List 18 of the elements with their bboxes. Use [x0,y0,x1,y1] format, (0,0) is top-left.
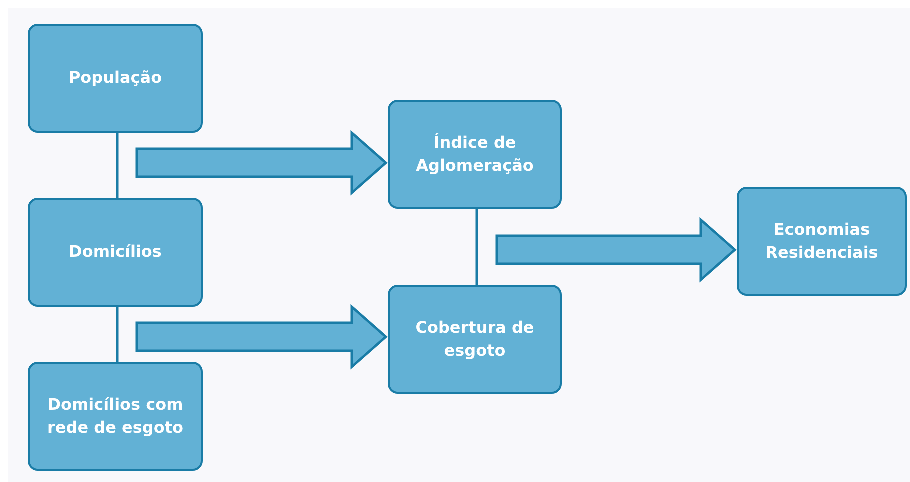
process-box [28,24,203,133]
process-box [28,362,203,471]
block-arrow [136,304,388,370]
connector-line [476,209,478,285]
box-label: Domicílios [69,241,162,264]
box-label: Cobertura de esgoto [414,317,536,362]
block-arrow [496,217,737,283]
process-box [737,187,907,296]
connector-line [116,307,119,362]
connector-line [116,133,119,198]
block-arrow [136,130,388,196]
process-box [28,198,203,307]
process-box [388,285,562,394]
box-label: Índice de Aglomeração [415,132,535,176]
box-label: População [68,67,162,90]
box-label: Domicílios com rede de esgoto [46,394,184,438]
box-label: Economias Residenciais [764,219,880,264]
process-box [388,100,562,209]
